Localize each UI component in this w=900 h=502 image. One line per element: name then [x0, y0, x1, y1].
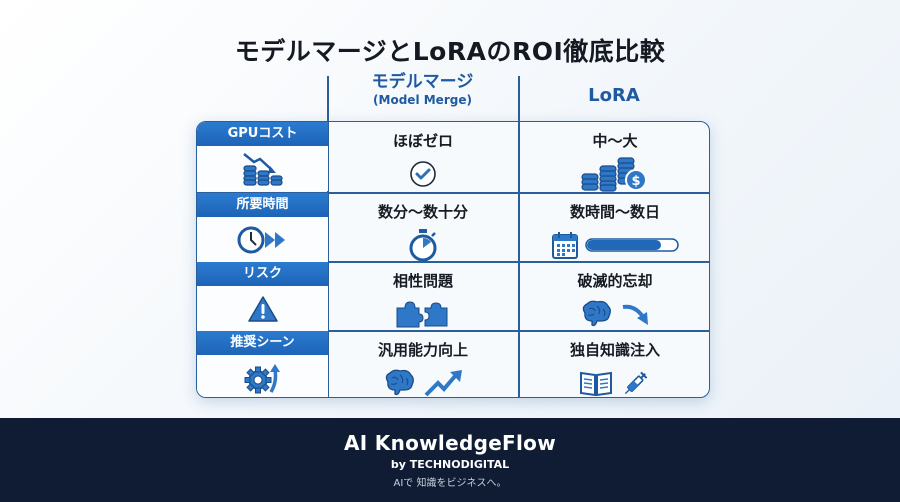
cell-value: ほぼゼロ [392, 132, 453, 150]
page-title: モデルマージとLoRAのROI徹底比較 [234, 37, 666, 66]
cell-lora-recommended-scene: 独自知識注入 [519, 331, 709, 397]
coins-down-trend-icon [197, 146, 328, 191]
cell-value: 相性問題 [392, 272, 453, 290]
footer-byline: by TECHNODIGITAL [390, 458, 510, 471]
arrow-down-right-icon [622, 304, 648, 325]
check-circle-icon [410, 161, 436, 187]
row-label-recommended-scene: 推奨シーン [197, 331, 328, 397]
column-divider [518, 122, 520, 397]
cell-merge-gpu-cost: ほぼゼロ [328, 122, 518, 191]
cell-value: 汎用能力向上 [377, 341, 468, 359]
gear-arrow-up-icon [197, 355, 328, 397]
column-header-main: モデルマージ [371, 72, 474, 92]
open-book-icon [580, 371, 612, 397]
row-label-text: GPUコスト [197, 122, 328, 146]
row-label-time: 所要時間 [197, 193, 328, 262]
syringe-icon [624, 371, 648, 395]
stopwatch-icon [409, 229, 437, 262]
cell-value: 中〜大 [592, 132, 638, 150]
cell-value: 数時間〜数日 [569, 203, 660, 221]
cell-merge-time: 数分〜数十分 [328, 193, 518, 262]
cell-lora-time: 数時間〜数日 [519, 193, 709, 262]
header-divider [518, 76, 520, 122]
row-label-text: リスク [197, 262, 328, 286]
brain-icon [582, 300, 611, 327]
row-divider [197, 330, 709, 332]
calendar-icon [552, 232, 578, 259]
brain-icon [385, 369, 414, 396]
column-header-lora: LoRA [518, 86, 710, 106]
row-label-text: 所要時間 [197, 193, 328, 217]
cell-merge-risk: 相性問題 [328, 262, 518, 331]
coin-stacks-dollar-icon: $ [581, 157, 647, 192]
comparison-table: GPUコスト ほぼゼロ 中〜大 [196, 121, 710, 398]
footer-banner: AI KnowledgeFlow by TECHNODIGITAL AIで 知識… [0, 418, 900, 502]
cell-merge-recommended-scene: 汎用能力向上 [328, 331, 518, 397]
column-header-main: LoRA [588, 85, 640, 106]
svg-text:$: $ [631, 174, 640, 189]
trend-up-arrow-icon [424, 370, 462, 397]
cell-value: 独自知識注入 [569, 341, 660, 359]
cell-lora-risk: 破滅的忘却 [519, 262, 709, 331]
header-divider [327, 76, 329, 122]
row-label-gpu-cost: GPUコスト [197, 122, 328, 191]
row-divider [197, 192, 709, 194]
cell-lora-gpu-cost: 中〜大 $ [519, 122, 709, 192]
column-header-sub: (Model Merge) [373, 93, 472, 107]
clock-fast-forward-icon [197, 217, 328, 262]
puzzle-pieces-icon [396, 301, 448, 328]
footer-tagline: AIで 知識をビジネスへ。 [393, 478, 507, 489]
row-divider [197, 261, 709, 263]
row-label-risk: リスク [197, 262, 328, 331]
column-header-model-merge: モデルマージ (Model Merge) [327, 72, 518, 108]
progress-bar-icon [585, 238, 679, 252]
row-label-text: 推奨シーン [197, 331, 328, 355]
warning-triangle-icon [197, 286, 328, 331]
cell-value: 破滅的忘却 [577, 272, 653, 290]
footer-brand: AI KnowledgeFlow [344, 431, 556, 455]
cell-value: 数分〜数十分 [377, 203, 468, 221]
